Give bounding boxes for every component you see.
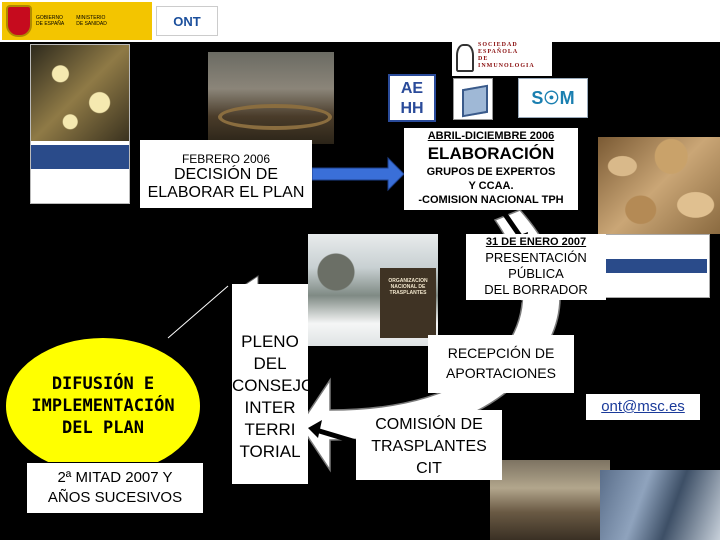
comision-line2: TRASPLANTES bbox=[371, 438, 487, 455]
email-box: ont@msc.es bbox=[586, 394, 700, 420]
comision-line1: COMISIÓN DE bbox=[375, 416, 483, 433]
difusion-line3: DEL PLAN bbox=[62, 418, 144, 438]
pleno-line1: PLENO bbox=[241, 332, 299, 351]
gov-line1: GOBIERNO bbox=[36, 15, 63, 21]
difusion-line2: IMPLEMENTACIÓN bbox=[31, 396, 175, 416]
presentacion-line1: PRESENTACIÓN bbox=[485, 250, 587, 265]
presentacion-line3: DEL BORRADOR bbox=[484, 282, 588, 297]
sucesivos-line1: 2ª MITAD 2007 Y bbox=[57, 469, 173, 486]
ont-logo: ONT bbox=[156, 6, 218, 36]
recepcion-line1: RECEPCIÓN DE bbox=[447, 345, 555, 361]
difusion-circle: DIFUSIÓN E IMPLEMENTACIÓN DEL PLAN bbox=[5, 337, 201, 475]
elaboracion-line1: GRUPOS DE EXPERTOS bbox=[426, 166, 556, 178]
pleno-box: PLENO DEL CONSEJO INTER TERRI TORIAL bbox=[232, 284, 315, 484]
ministry-line1: MINISTERIO bbox=[76, 15, 106, 21]
pleno-line4: INTER bbox=[244, 398, 296, 417]
sucesivos-box: 2ª MITAD 2007 Y AÑOS SUCESIVOS bbox=[26, 462, 204, 514]
leaves-photo bbox=[598, 137, 720, 234]
cube-logo bbox=[453, 78, 493, 120]
aehh-line1: AE bbox=[400, 80, 424, 97]
recepcion-line2: APORTACIONES bbox=[446, 365, 556, 381]
pleno-line5: TERRI bbox=[244, 420, 296, 439]
sociedad-line1: SOCIEDAD bbox=[478, 42, 518, 48]
sociedad-line2: ESPAÑOLA bbox=[478, 49, 519, 55]
email-link[interactable]: ont@msc.es bbox=[601, 398, 685, 415]
recepcion-box: RECEPCIÓN DE APORTACIONES bbox=[428, 335, 574, 393]
comision-line3: CIT bbox=[416, 460, 442, 477]
gov-line2: DE ESPAÑA bbox=[36, 21, 65, 27]
pleno-line2: DEL bbox=[253, 354, 287, 373]
elaboracion-title: ELABORACIÓN bbox=[427, 144, 555, 163]
elaboracion-box: ABRIL-DICIEMBRE 2006 ELABORACIÓN GRUPOS … bbox=[404, 128, 578, 210]
arrow-icon bbox=[311, 156, 405, 192]
aehh-logo: AE HH bbox=[388, 74, 436, 122]
arrow-icon bbox=[308, 420, 357, 445]
draft-document-image bbox=[598, 234, 710, 298]
decision-subtitle: ELABORAR EL PLAN bbox=[147, 184, 305, 201]
pleno-line6: TORIAL bbox=[239, 442, 301, 461]
decision-box: FEBRERO 2006 DECISIÓN DE ELABORAR EL PLA… bbox=[140, 140, 312, 208]
coat-of-arms-icon bbox=[6, 5, 32, 37]
ministry-line2: DE SANIDAD bbox=[76, 21, 107, 27]
arrow-icon bbox=[497, 298, 523, 338]
sociedad-inmunologia-logo: SOCIEDAD ESPAÑOLA DE INMUNOLOGIA bbox=[452, 40, 552, 76]
sucesivos-line2: AÑOS SUCESIVOS bbox=[47, 489, 183, 506]
presentacion-line2: PÚBLICA bbox=[508, 266, 564, 281]
presentacion-box: 31 DE ENERO 2007 PRESENTACIÓN PÚBLICA DE… bbox=[466, 234, 606, 300]
ont-sign-photo: ORGANIZACION NACIONAL DE TRASPLANTES bbox=[380, 268, 436, 338]
presentacion-date: 31 DE ENERO 2007 bbox=[485, 236, 587, 248]
elaboracion-line2: Y CCAA. bbox=[468, 180, 514, 192]
decision-title: DECISIÓN DE bbox=[173, 166, 278, 183]
elaboracion-line3: -COMISION NACIONAL TPH bbox=[418, 194, 564, 206]
aehh-line2: HH bbox=[400, 100, 424, 117]
difusion-line1: DIFUSIÓN E bbox=[51, 374, 155, 394]
government-logo: GOBIERNO DE ESPAÑA MINISTERIO DE SANIDAD bbox=[2, 2, 152, 40]
sociedad-line4: INMUNOLOGIA bbox=[478, 63, 535, 69]
pleno-line3: CONSEJO bbox=[232, 376, 315, 395]
building-photo bbox=[600, 470, 720, 540]
sociedad-line3: DE bbox=[478, 56, 489, 62]
decision-date: FEBRERO 2006 bbox=[181, 152, 271, 166]
seom-logo: S☉M bbox=[518, 78, 588, 118]
comision-box: COMISIÓN DE TRASPLANTES CIT bbox=[356, 410, 502, 480]
meeting-photo bbox=[208, 52, 334, 144]
elaboracion-date: ABRIL-DICIEMBRE 2006 bbox=[427, 130, 555, 142]
commission-meeting-photo bbox=[490, 460, 610, 540]
plan-cover-image bbox=[30, 44, 130, 204]
arrow-icon bbox=[204, 398, 232, 414]
